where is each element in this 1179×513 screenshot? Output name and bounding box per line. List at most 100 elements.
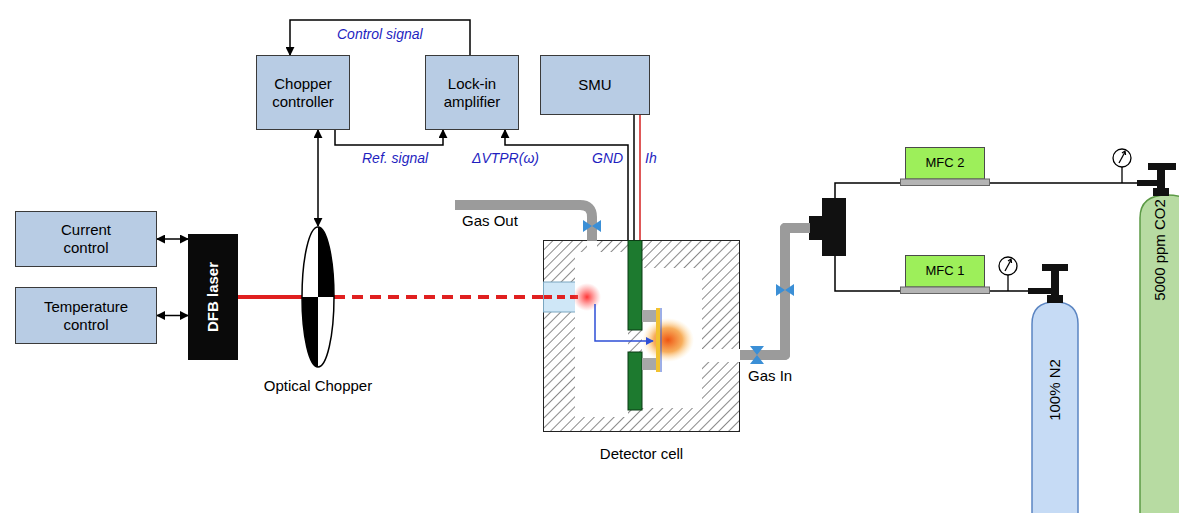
line-part	[1005, 260, 1011, 271]
control-box: Current control	[15, 211, 157, 267]
signal-line	[639, 115, 641, 240]
gas-cylinder: 5000 ppm CO2	[1137, 163, 1179, 513]
line-part	[1007, 275, 1008, 291]
path-part	[776, 284, 794, 296]
rect-part	[642, 358, 656, 370]
node-label: 5000 ppm CO2	[1151, 199, 1169, 301]
detector-housing	[543, 240, 740, 432]
rect-part	[906, 148, 985, 180]
connector	[157, 239, 188, 240]
text-holder: Detector cell	[543, 443, 740, 465]
line-part	[661, 308, 662, 372]
path-part	[1140, 195, 1179, 513]
chopped-beam	[334, 295, 543, 299]
line-part	[1121, 167, 1122, 183]
port-label: Gas In	[748, 367, 792, 384]
node-label: Lock-in amplifier	[432, 75, 512, 111]
rect-part	[1042, 264, 1068, 271]
connector	[740, 228, 900, 355]
detector-cell: Detector cell	[543, 240, 740, 465]
signal-line	[157, 315, 188, 317]
gas-pipe	[740, 228, 810, 355]
signal-label: Ref. signal	[362, 150, 428, 166]
rect-part	[1157, 170, 1165, 190]
signal-line	[290, 20, 470, 55]
rect-part	[701, 349, 740, 362]
signal-label: Control signal	[337, 26, 423, 42]
rect-part	[587, 241, 597, 253]
rect-part	[642, 310, 656, 322]
pressure-gauge	[999, 149, 1131, 291]
rect-part	[901, 287, 990, 294]
path-part	[1032, 302, 1078, 513]
path-part	[583, 220, 601, 232]
circle-part	[573, 283, 601, 311]
node-label: Current control	[41, 221, 131, 257]
rect-part	[656, 308, 660, 372]
gas-junction	[822, 198, 846, 256]
circle-part	[1113, 149, 1131, 167]
ellipse-part	[642, 318, 694, 362]
signal-line	[505, 130, 628, 240]
connector	[157, 315, 188, 316]
connector	[505, 130, 628, 240]
path-part	[595, 304, 653, 341]
rect-part	[1148, 163, 1176, 170]
instrument-box: Chopper controller	[256, 55, 350, 130]
node-label: Chopper controller	[263, 75, 343, 111]
path-part	[1008, 259, 1012, 263]
connector	[335, 130, 443, 145]
control-box: Temperature control	[15, 287, 157, 344]
node-label: MFC 1	[926, 264, 965, 278]
circle-part	[999, 257, 1017, 275]
line-part	[1119, 152, 1125, 163]
laser-source: DFB laser	[188, 234, 238, 360]
rect-part	[1153, 188, 1169, 196]
rect-part	[1047, 295, 1063, 303]
mass-flow-controller: MFC 1	[900, 255, 990, 294]
node-label: MFC 2	[926, 156, 965, 170]
path-part	[750, 346, 764, 364]
path-part	[318, 227, 334, 297]
node-label: Detector cell	[600, 445, 683, 463]
node-label: SMU	[578, 76, 611, 94]
rect-part	[906, 256, 985, 288]
pin-name: Ih	[645, 150, 657, 166]
path-part	[1122, 151, 1126, 155]
rect-part	[1028, 288, 1055, 294]
connector	[634, 115, 640, 240]
rect-part	[901, 179, 990, 186]
text-holder: Optical Chopper	[258, 374, 378, 398]
signal-line	[835, 256, 900, 291]
instrument-box: Lock-in amplifier	[425, 55, 519, 130]
signal-line	[633, 115, 635, 240]
connector	[290, 20, 470, 55]
path-part	[302, 297, 318, 367]
signal-line	[157, 238, 188, 240]
node-label: Temperature control	[36, 298, 136, 334]
rect-part	[544, 241, 740, 432]
connector	[318, 130, 319, 226]
text-holder: 5000 ppm CO2	[1137, 195, 1179, 305]
node-label: Optical Chopper	[264, 377, 372, 395]
signal-line	[990, 182, 1137, 184]
pin-name: GND	[592, 150, 623, 166]
text-holder: MFC 1	[905, 255, 985, 287]
rect-part	[642, 268, 702, 408]
text-holder: DFB laser	[188, 234, 238, 360]
gas-out-pipe	[455, 205, 592, 242]
instrument-box: SMU	[540, 55, 650, 115]
rect-part	[1051, 271, 1059, 297]
mass-flow-controller: MFC 2	[900, 147, 990, 186]
signal-line	[835, 183, 900, 198]
signal-line	[317, 130, 319, 226]
ellipse-part	[302, 227, 334, 367]
rect-part	[575, 252, 628, 417]
rect-part	[628, 352, 642, 410]
optical-chopper: Optical Chopper	[258, 226, 378, 400]
laser-beam	[238, 295, 302, 299]
rect-part	[628, 241, 642, 331]
gas-pipe	[740, 228, 810, 355]
signal-line	[335, 130, 443, 145]
